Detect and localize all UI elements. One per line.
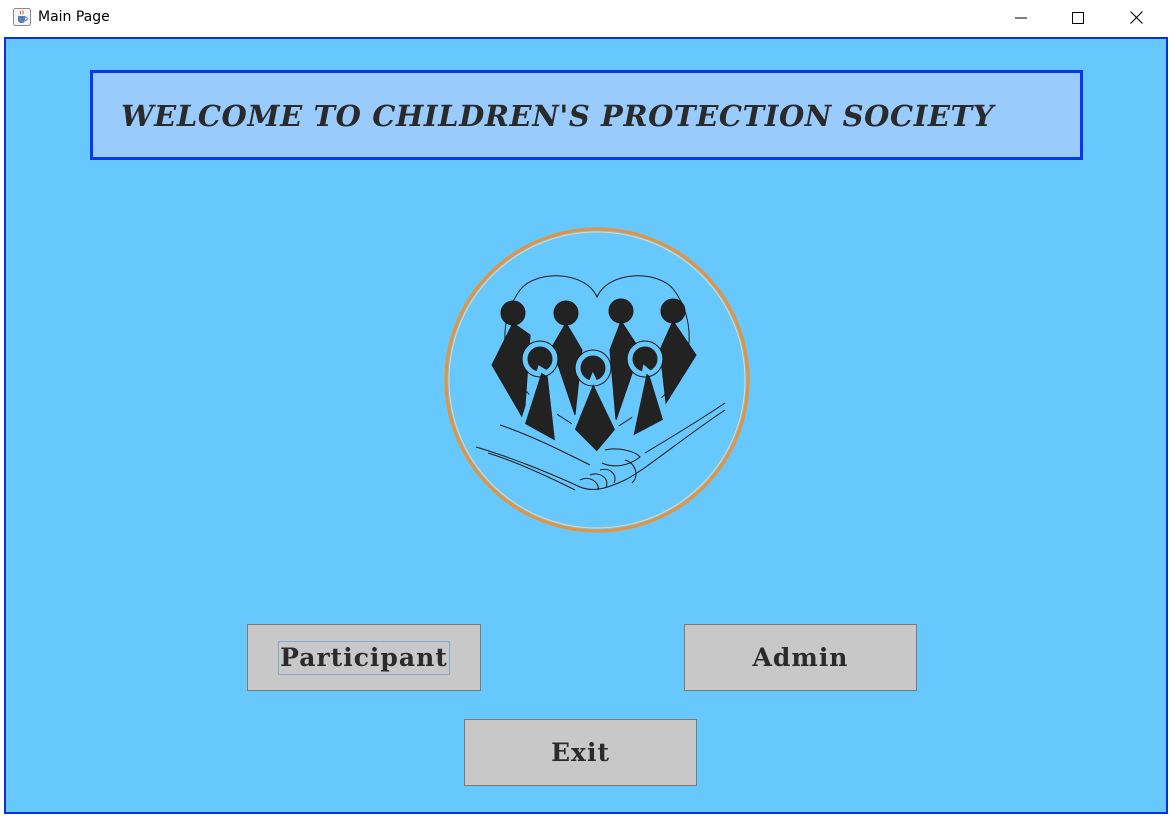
exit-button-label: Exit	[550, 738, 610, 767]
minimize-icon	[1015, 9, 1027, 28]
participant-button[interactable]: Participant	[247, 624, 481, 691]
admin-button[interactable]: Admin	[684, 624, 917, 691]
exit-button[interactable]: Exit	[464, 719, 697, 786]
minimize-button[interactable]	[992, 0, 1050, 36]
window-title: Main Page	[38, 9, 110, 25]
heart-children-hands-logo	[440, 225, 754, 539]
admin-button-label: Admin	[752, 643, 849, 672]
maximize-button[interactable]	[1049, 0, 1107, 36]
main-panel: WELCOME TO CHILDREN'S PROTECTION SOCIETY	[4, 37, 1168, 814]
close-button[interactable]	[1107, 0, 1165, 36]
java-cup-icon	[13, 8, 31, 26]
title-bar[interactable]: Main Page	[0, 0, 1172, 36]
welcome-heading: WELCOME TO CHILDREN'S PROTECTION SOCIETY	[121, 99, 995, 133]
maximize-icon	[1072, 9, 1084, 28]
participant-button-label: Participant	[278, 640, 450, 675]
welcome-banner: WELCOME TO CHILDREN'S PROTECTION SOCIETY	[90, 70, 1083, 160]
close-icon	[1129, 9, 1143, 28]
